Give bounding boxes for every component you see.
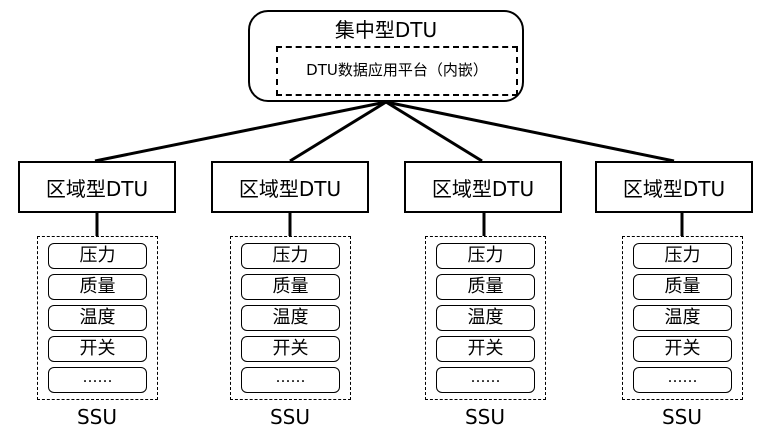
ssu-group-1: 压力 质量 温度 开关 …… <box>37 236 158 400</box>
central-dtu-box: 集中型DTU DTU数据应用平台（内嵌） <box>248 10 524 102</box>
sensor-switch: 开关 <box>48 336 147 362</box>
regional-dtu-box-3: 区域型DTU <box>404 161 562 213</box>
central-dtu-title: 集中型DTU <box>334 18 438 42</box>
data-platform-label: DTU数据应用平台（内嵌） <box>306 61 488 79</box>
sensor-pressure: 压力 <box>436 243 535 269</box>
ssu-label-4: SSU <box>661 405 703 429</box>
sensor-quality: 质量 <box>48 274 147 300</box>
sensor-quality: 质量 <box>633 274 732 300</box>
link-central-regional-2 <box>289 100 387 163</box>
regional-dtu-box-2: 区域型DTU <box>211 161 369 213</box>
ssu-label-2: SSU <box>269 405 311 429</box>
sensor-pressure: 压力 <box>48 243 147 269</box>
regional-dtu-label: 区域型DTU <box>431 176 535 201</box>
regional-dtu-box-4: 区域型DTU <box>595 161 753 213</box>
regional-dtu-label: 区域型DTU <box>45 176 149 201</box>
ssu-group-2: 压力 质量 温度 开关 …… <box>230 236 351 400</box>
sensor-temperature: 温度 <box>436 305 535 331</box>
ssu-group-4: 压力 质量 温度 开关 …… <box>622 236 743 400</box>
sensor-temperature: 温度 <box>633 305 732 331</box>
regional-dtu-label: 区域型DTU <box>238 176 342 201</box>
link-central-regional-1 <box>94 100 387 163</box>
regional-dtu-box-1: 区域型DTU <box>18 161 176 213</box>
sensor-quality: 质量 <box>436 274 535 300</box>
link-central-regional-3 <box>385 100 483 163</box>
sensor-switch: 开关 <box>633 336 732 362</box>
ssu-group-3: 压力 质量 温度 开关 …… <box>425 236 546 400</box>
ssu-label-3: SSU <box>464 405 506 429</box>
sensor-quality: 质量 <box>241 274 340 300</box>
sensor-pressure: 压力 <box>633 243 732 269</box>
sensor-more: …… <box>633 367 732 393</box>
sensor-more: …… <box>241 367 340 393</box>
sensor-pressure: 压力 <box>241 243 340 269</box>
link-central-regional-4 <box>385 100 675 163</box>
data-platform-box: DTU数据应用平台（内嵌） <box>276 46 518 96</box>
sensor-switch: 开关 <box>436 336 535 362</box>
regional-dtu-label: 区域型DTU <box>622 176 726 201</box>
ssu-label-1: SSU <box>76 405 118 429</box>
sensor-temperature: 温度 <box>48 305 147 331</box>
sensor-temperature: 温度 <box>241 305 340 331</box>
sensor-more: …… <box>436 367 535 393</box>
sensor-more: …… <box>48 367 147 393</box>
sensor-switch: 开关 <box>241 336 340 362</box>
